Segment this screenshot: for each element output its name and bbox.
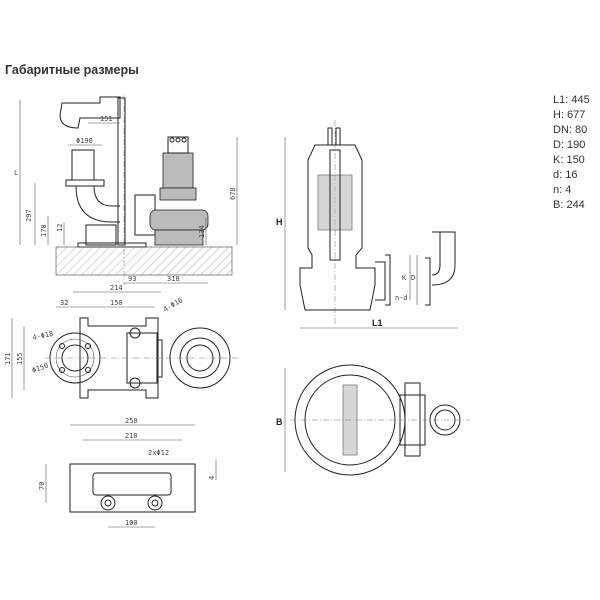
spec-l1: L1: 445 [553,94,590,106]
installation-view: L 151 Φ190 297 170 12 678 134 93 318 [14,95,238,285]
dim-250: 250 [125,417,138,425]
dim-4x16: 4-Φ16 [162,296,184,313]
spec-b: B: 244 [553,199,585,211]
dim-l: L [14,169,18,177]
dim-210: 210 [125,432,138,440]
dim-171: 171 [4,352,12,365]
label-d: D [411,274,415,282]
dim-32: 32 [60,299,68,307]
dim-318: 318 [167,275,180,283]
label-h: H [276,217,283,227]
dim-190: Φ190 [76,137,93,145]
dim-150-dia: Φ150 [31,362,50,375]
spec-n: n: 4 [553,184,572,196]
dim-12: 12 [56,224,64,232]
spec-k: K: 150 [553,154,585,166]
dim-4: 4 [208,476,216,480]
dim-297: 297 [25,209,33,222]
dim-150: 150 [110,299,123,307]
dim-214: 214 [110,284,123,292]
spec-bolt-d: d: 16 [553,169,578,181]
spec-d: D: 190 [553,139,586,151]
dim-170: 170 [40,224,48,237]
label-b: B [276,417,283,427]
label-l1: L1 [372,318,383,328]
dim-4x18: 4-Φ18 [32,330,54,342]
specs-list: L1: 445 H: 677 DN: 80 D: 190 K: 150 d: 1… [553,93,590,213]
label-nd: n-d [395,294,408,302]
dim-93: 93 [128,275,136,283]
dim-151: 151 [100,115,113,123]
dim-678: 678 [229,187,237,200]
dim-70: 70 [38,482,46,490]
plan-view: B [276,364,470,476]
dim-155: 155 [16,352,24,365]
plate-view: 250 210 2xΦ12 70 4 100 [38,417,217,528]
spec-h: H: 677 [553,109,586,121]
dim-100: 100 [125,519,138,527]
page-title: Габаритные размеры [5,63,139,77]
dim-2x12: 2xΦ12 [148,449,169,457]
section-view: K D n-d H L1 [276,120,458,329]
label-k: K [402,274,407,282]
dim-134: 134 [198,225,206,238]
top-view: 214 32 150 4-Φ16 171 155 4-Φ18 Φ150 [4,284,240,399]
spec-dn: DN: 80 [553,124,588,136]
